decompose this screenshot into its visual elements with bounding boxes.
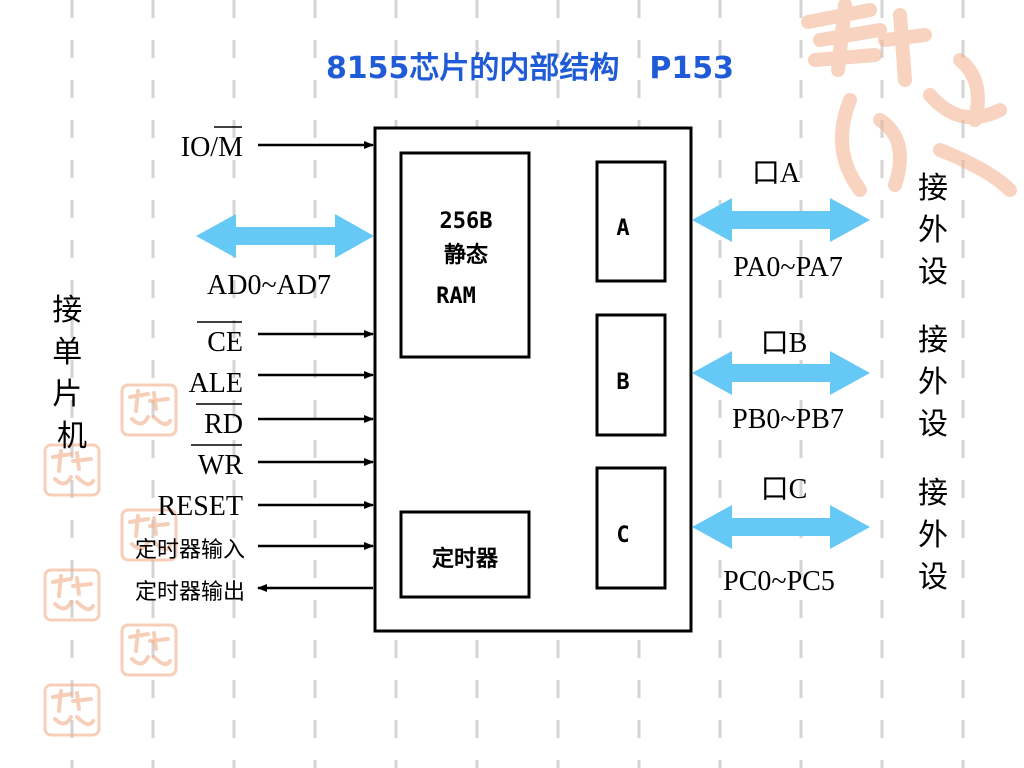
port-a-label: A xyxy=(616,216,629,241)
seal-mark xyxy=(43,683,101,737)
pin-wr-label: WR xyxy=(198,450,243,481)
pin-ce-label: CE xyxy=(207,327,243,358)
seal-mark xyxy=(43,443,101,497)
left-connect-label: 接 单 片 机 xyxy=(52,293,92,454)
pin-ale-label: ALE xyxy=(189,368,243,399)
pin-timer-in-label: 定时器输入 xyxy=(135,538,245,563)
port-c-block xyxy=(595,466,667,590)
pin-timer-out-label: 定时器输出 xyxy=(135,580,245,605)
port-c-pins: PC0~PC5 xyxy=(723,566,835,597)
port-c-name: 口C xyxy=(761,474,808,505)
ram-label-ram: RAM xyxy=(436,284,476,309)
pin-reset-label: RESET xyxy=(157,491,243,522)
seal-mark xyxy=(120,508,178,562)
port-b-name: 口B xyxy=(761,328,808,359)
port-a-connect-label: 接外设 xyxy=(918,171,948,290)
ram-label-size: 256B xyxy=(440,209,493,234)
seal-mark xyxy=(120,623,178,677)
port-a-block xyxy=(595,160,667,283)
watermark-small-seals xyxy=(43,383,178,737)
ram-block xyxy=(399,151,531,359)
pin-io-m-label: IO/M xyxy=(181,132,243,163)
port-a-pins: PA0~PA7 xyxy=(733,252,843,283)
port-b-block xyxy=(595,313,667,437)
seal-mark xyxy=(43,568,101,622)
port-a-bus-arrow xyxy=(692,198,870,242)
ram-label-type: 静态 xyxy=(444,242,488,268)
port-b-bus-arrow xyxy=(692,351,870,395)
port-b-pins: PB0~PB7 xyxy=(732,404,844,435)
port-c-label: C xyxy=(616,523,629,548)
pin-ad-bus-label: AD0~AD7 xyxy=(207,270,331,301)
port-c-bus-arrow xyxy=(692,505,870,549)
pin-rd-label: RD xyxy=(204,409,243,440)
page-title: 8155芯片的内部结构 P153 xyxy=(326,51,734,86)
port-c-connect-label: 接外设 xyxy=(918,476,948,595)
port-a-name: 口A xyxy=(752,158,801,189)
port-b-label: B xyxy=(616,370,629,395)
timer-block xyxy=(399,510,531,599)
watermark-large-seal xyxy=(801,0,1017,197)
seal-mark xyxy=(120,383,178,437)
timer-label: 定时器 xyxy=(432,546,499,572)
port-b-connect-label: 接外设 xyxy=(918,323,948,442)
ad-bus-arrow xyxy=(196,214,374,258)
